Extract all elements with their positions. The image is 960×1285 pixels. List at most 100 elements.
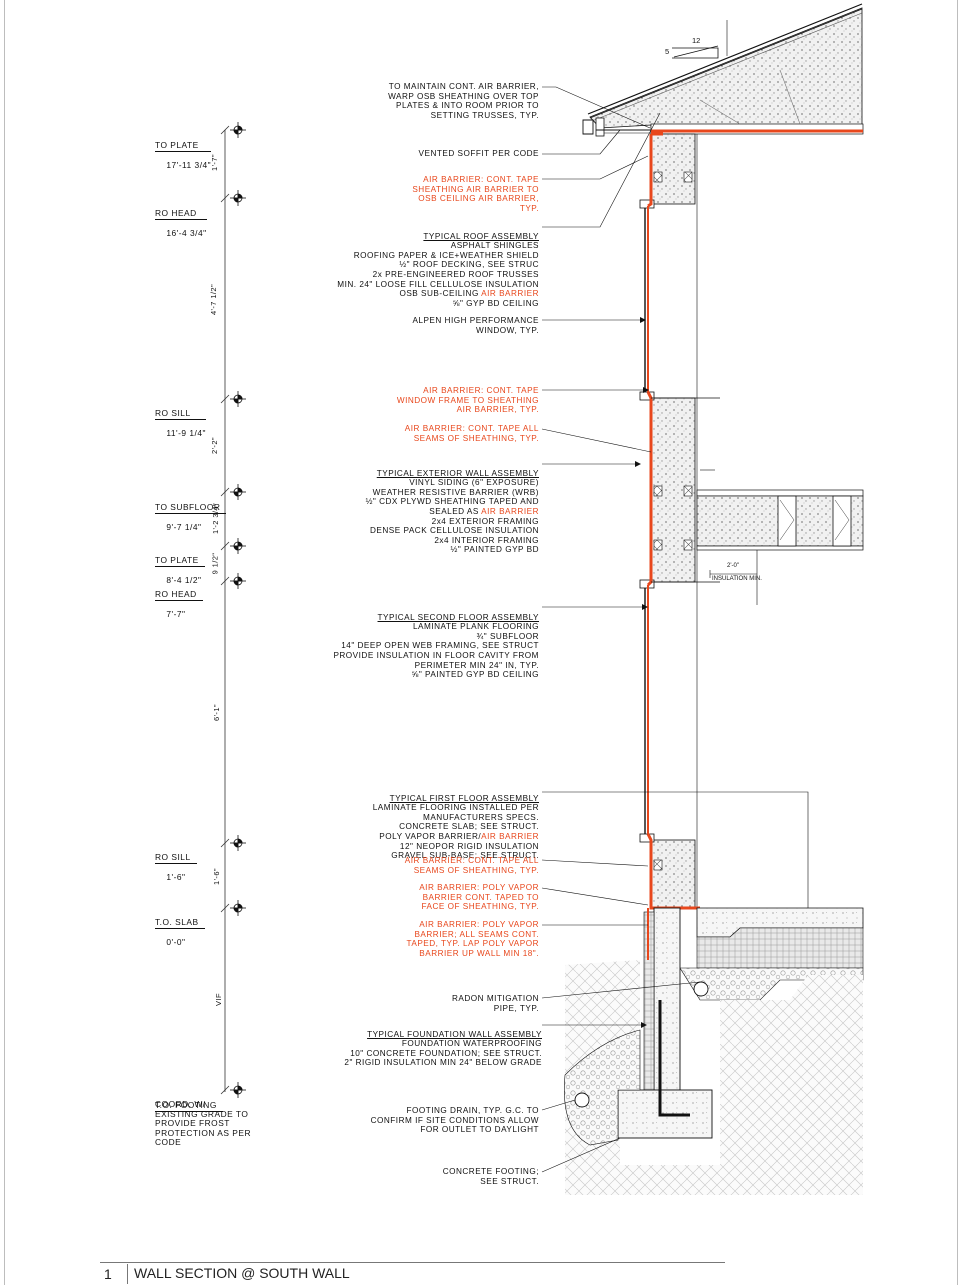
roof-assembly-body: ASPHALT SHINGLES ROOFING PAPER & ICE+WEA… <box>337 241 539 289</box>
level-label: TO PLATE 8'-4 1/2" <box>155 537 205 596</box>
level-label: T.O. SLAB 0'-0" <box>155 899 205 958</box>
title-separator <box>127 1264 128 1284</box>
wall-sealed-text: SEALED AS <box>429 506 482 516</box>
level-elevation: 8'-4 1/2" <box>166 575 202 586</box>
level-marker <box>230 835 246 851</box>
wall-assembly-body-1: VINYL SIDING (6" EXPOSURE) WEATHER RESIS… <box>365 478 539 507</box>
level-name: T.O. SLAB <box>155 918 205 929</box>
level-name: RO SILL <box>155 409 206 420</box>
level-elevation: 0'-0" <box>166 937 186 948</box>
note-second-floor-assembly: TYPICAL SECOND FLOOR ASSEMBLY LAMINATE P… <box>333 603 539 689</box>
level-elevation: 9'-7 1/4" <box>166 522 202 533</box>
level-marker <box>230 538 246 554</box>
note-roof-assembly: TYPICAL ROOF ASSEMBLY ASPHALT SHINGLES R… <box>337 222 539 318</box>
dimension-text: VIF <box>213 993 223 1006</box>
first-floor-poly-air-barrier: AIR BARRIER <box>481 831 539 841</box>
note-footing-drain: FOOTING DRAIN, TYP. G.C. TO CONFIRM IF S… <box>370 1106 539 1135</box>
leader-arrows <box>635 317 649 1028</box>
level-marker <box>230 190 246 206</box>
level-name: RO HEAD <box>155 209 207 220</box>
first-floor-body-1: LAMINATE FLOORING INSTALLED PER MANUFACT… <box>372 803 539 832</box>
level-label: RO SILL 11'-9 1/4" <box>155 390 206 449</box>
wall-sealed-air-barrier: AIR BARRIER <box>481 506 539 516</box>
level-elevation: 17'-11 3/4" <box>166 160 212 171</box>
dimension-text: 6'-1" <box>211 704 221 721</box>
first-floor-poly-text: POLY VAPOR BARRIER/ <box>379 831 482 841</box>
note-air-barrier-seams: AIR BARRIER: CONT. TAPE ALL SEAMS OF SHE… <box>404 424 539 443</box>
note-first-floor-assembly: TYPICAL FIRST FLOOR ASSEMBLY LAMINATE FL… <box>373 784 539 870</box>
level-label: T.O. FOOTING <box>155 1082 223 1131</box>
roof-gyp-text: ⅝" GYP BD CEILING <box>452 298 539 308</box>
footing-frost-note: COORD. W/ EXISTING GRADE TO PROVIDE FROS… <box>155 1099 251 1148</box>
note-vented-soffit: VENTED SOFFIT PER CODE <box>418 149 539 158</box>
level-marker <box>230 1082 246 1098</box>
level-name: TO PLATE <box>155 141 212 152</box>
level-name: TO PLATE <box>155 556 205 567</box>
level-markers <box>230 122 246 1098</box>
sheet-border-right <box>957 0 958 1285</box>
note-exterior-wall-assembly: TYPICAL EXTERIOR WALL ASSEMBLY VINYL SID… <box>366 459 539 565</box>
dimension-text: 4'-7 1/2" <box>209 283 219 316</box>
level-name: RO HEAD <box>155 590 203 601</box>
foundation-assembly <box>564 907 864 1195</box>
note-osb-wrap: TO MAINTAIN CONT. AIR BARRIER, WARP OSB … <box>388 82 539 120</box>
level-label: TO SUBFLOOR 9'-7 1/4" <box>155 484 227 543</box>
second-floor-body: LAMINATE PLANK FLOORING ¾" SUBFLOOR 14" … <box>333 622 539 680</box>
dimension-text: 1'-6" <box>211 868 221 885</box>
drawing-number: 1 <box>104 1266 112 1282</box>
first-floor-title: TYPICAL FIRST FLOOR ASSEMBLY <box>389 793 539 803</box>
level-elevation: 11'-9 1/4" <box>166 428 206 439</box>
drawing-title-block: 1 WALL SECTION @ SOUTH WALL <box>100 1262 725 1284</box>
roof-assembly <box>582 3 864 137</box>
roof-osb-air-barrier: AIR BARRIER <box>481 289 539 299</box>
level-label: RO HEAD 16'-4 3/4" <box>155 190 207 249</box>
dimension-text: 1'-7" <box>209 154 219 171</box>
level-marker <box>230 122 246 138</box>
roof-slope-rise: 5 <box>665 47 670 56</box>
level-elevation: 7'-7" <box>166 609 186 620</box>
roof-slope-run: 12 <box>692 36 701 45</box>
drawing-title: WALL SECTION @ SOUTH WALL <box>134 1265 350 1281</box>
dimension-text: 1'-2 3/4" <box>211 502 221 535</box>
level-marker <box>230 900 246 916</box>
note-air-barrier-osb: AIR BARRIER: CONT. TAPE SHEATHING AIR BA… <box>412 175 539 213</box>
insulation-dimension: 2'-0" <box>727 563 739 569</box>
level-name: RO SILL <box>155 853 197 864</box>
level-name: T.O. FOOTING <box>155 1101 223 1112</box>
dimension-text: 2'-2" <box>209 437 219 454</box>
level-label: TO PLATE 17'-11 3/4" <box>155 122 212 181</box>
insulation-min-label: INSULATION MIN. <box>712 576 762 582</box>
level-marker <box>230 573 246 589</box>
roof-assembly-title: TYPICAL ROOF ASSEMBLY <box>423 231 539 241</box>
title-rule <box>100 1262 725 1263</box>
foundation-body: FOUNDATION WATERPROOFING 10" CONCRETE FO… <box>344 1039 542 1068</box>
level-marker <box>230 484 246 500</box>
note-air-barrier-poly-seams: AIR BARRIER: POLY VAPOR BARRIER; ALL SEA… <box>406 920 539 958</box>
level-elevation: 1'-6" <box>166 872 186 883</box>
level-marker <box>230 391 246 407</box>
dimension-text: 9 1/2" <box>210 552 220 575</box>
note-concrete-footing: CONCRETE FOOTING; SEE STRUCT. <box>442 1167 539 1186</box>
note-foundation-assembly: TYPICAL FOUNDATION WALL ASSEMBLY FOUNDAT… <box>344 1020 542 1078</box>
first-floor-body-2: 12" NEOPOR RIGID INSULATION GRAVEL SUB-B… <box>391 841 539 861</box>
wall-assembly-title: TYPICAL EXTERIOR WALL ASSEMBLY <box>376 468 539 478</box>
sheet-border-left <box>4 0 5 1285</box>
level-label: RO HEAD 7'-7" <box>155 571 203 630</box>
second-floor-assembly <box>696 469 864 605</box>
note-window: ALPEN HIGH PERFORMANCE WINDOW, TYP. <box>412 316 539 335</box>
leader-lines <box>541 86 809 1173</box>
level-elevation: 16'-4 3/4" <box>166 228 207 239</box>
note-air-barrier-window: AIR BARRIER: CONT. TAPE WINDOW FRAME TO … <box>396 386 539 415</box>
note-radon-pipe: RADON MITIGATION PIPE, TYP. <box>452 994 539 1013</box>
note-air-barrier-poly-face: AIR BARRIER: POLY VAPOR BARRIER CONT. TA… <box>419 883 539 912</box>
level-datum-line <box>220 125 230 1095</box>
level-label: RO SILL 1'-6" <box>155 834 197 893</box>
exterior-wall <box>639 132 720 910</box>
second-floor-title: TYPICAL SECOND FLOOR ASSEMBLY <box>377 612 539 622</box>
wall-assembly-body-2: 2x4 EXTERIOR FRAMING DENSE PACK CELLULOS… <box>370 516 539 555</box>
foundation-title: TYPICAL FOUNDATION WALL ASSEMBLY <box>367 1029 542 1039</box>
roof-osb-text: OSB SUB-CEILING <box>399 289 482 299</box>
note-air-barrier-seams-lower: AIR BARRIER: CONT. TAPE ALL SEAMS OF SHE… <box>404 856 539 875</box>
